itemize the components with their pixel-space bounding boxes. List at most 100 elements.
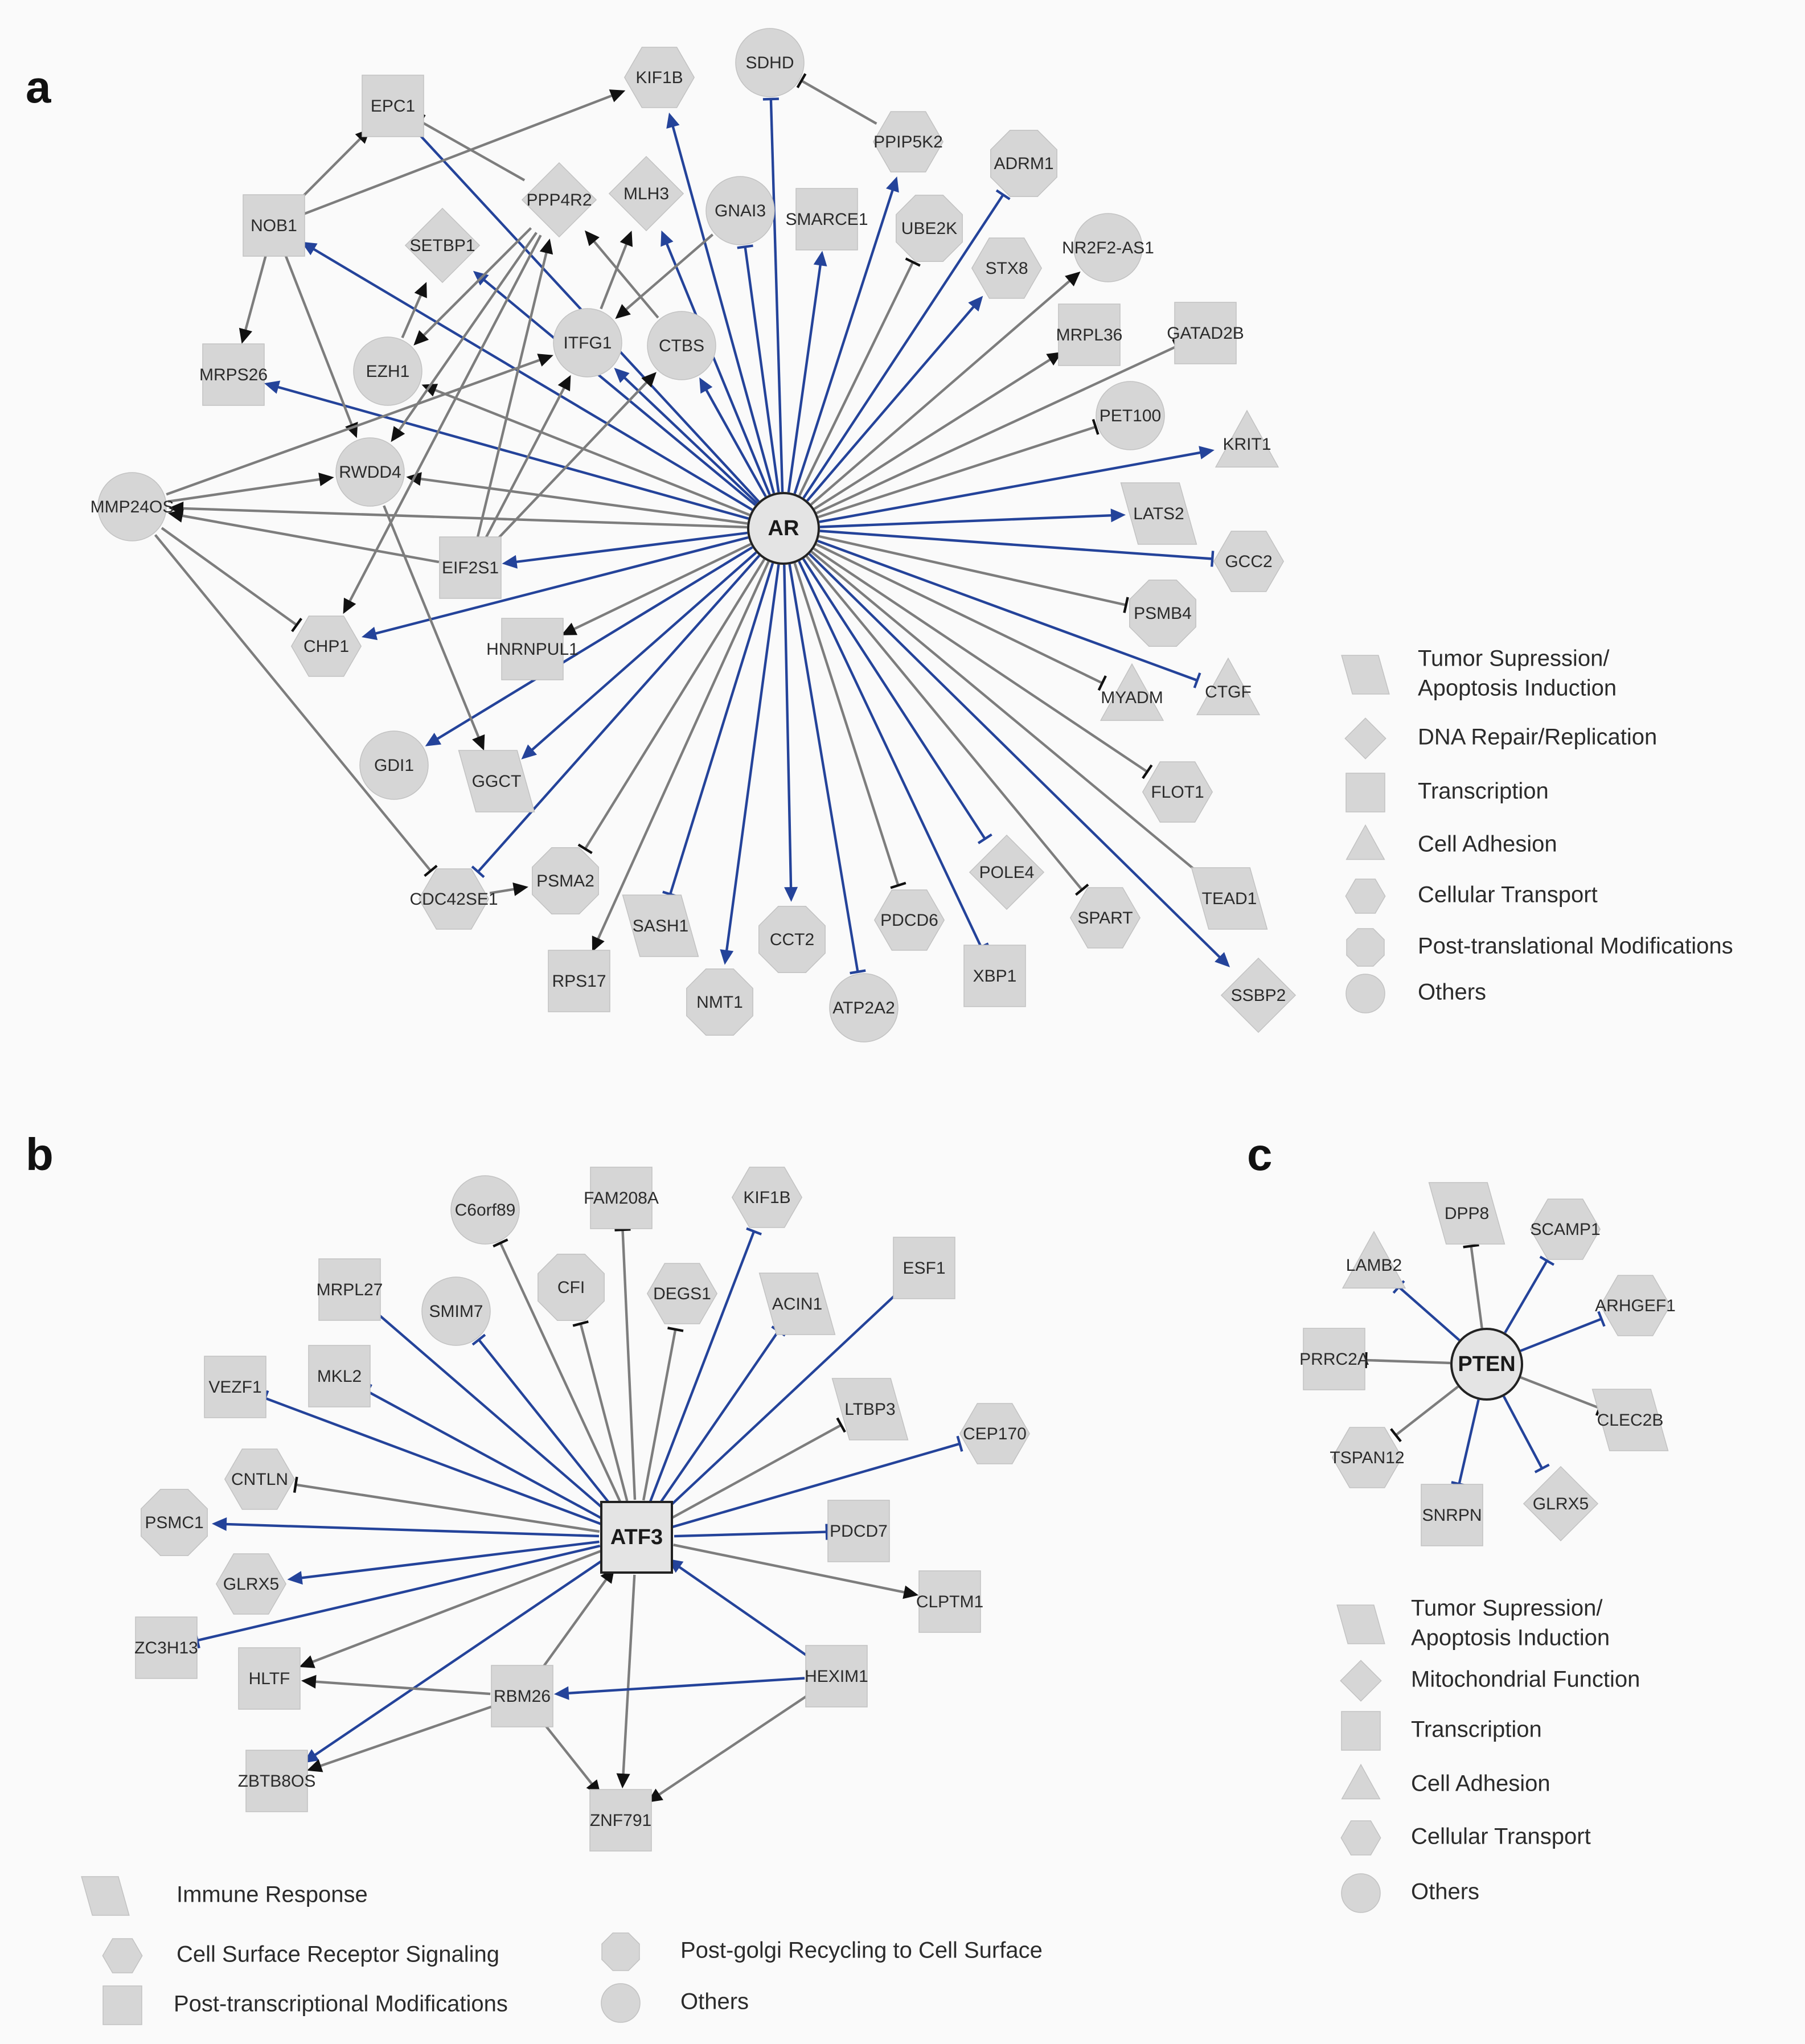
edge-line [658,1693,811,1796]
node-clec2b: CLEC2B [1591,1389,1669,1451]
edge-line [419,477,748,525]
legend-triangle-icon [1341,1763,1381,1800]
inhibition-bar [1074,884,1089,896]
edge-line [313,1557,606,1756]
node-itfg1: ITFG1 [553,308,622,377]
edge-atf3-to-c6orf89 [493,1238,622,1504]
inhibition-bar [1534,1463,1550,1474]
edge-atf3-to-clptm1 [673,1544,919,1599]
hexagon-shape [290,615,362,677]
legend-item: Immune Response [81,1876,368,1916]
labels-layer: a b c [26,61,1273,1180]
legend-label: Transcription [1418,779,1549,804]
edge-line [401,294,422,339]
edge-pten-to-prrc2a [1364,1352,1451,1368]
node-label: NMT1 [696,993,743,1012]
edge-atf3-to-psmc1 [212,1517,600,1538]
node-ggct: GGCT [458,750,535,812]
legend-item: Cell Adhesion [1341,1763,1550,1800]
node-label: NR2F2-AS1 [1062,239,1154,257]
node-label: KIF1B [743,1188,790,1207]
edge-line [476,251,548,537]
edge-line [783,564,793,889]
node-label: ATP2A2 [832,999,895,1017]
arrowhead [287,1571,303,1585]
hexagon-shape [971,237,1043,299]
edge-mmp24os-to-rwdd4 [167,473,334,503]
hexagon-shape [418,868,490,930]
hub-label: PTEN [1458,1352,1515,1376]
node-adrm1: ADRM1 [990,130,1057,197]
arrowhead [720,949,734,965]
edge-line [303,94,613,215]
node-stx8: STX8 [971,237,1043,299]
edge-ar-to-psma2 [577,559,766,855]
edge-line [295,137,362,204]
legend-parallelogram-icon [1341,655,1390,695]
legend-item: Cell Surface Receptor Signaling [102,1938,499,1973]
arrowhead [615,304,631,319]
inhibition-bar [471,865,485,879]
edge-ar-to-atp2a2 [788,564,866,975]
inhibition-bar [1390,1428,1402,1442]
node-label: PSMA2 [536,872,594,890]
arrowhead [1110,508,1126,523]
node-label: C6orf89 [455,1201,516,1220]
edge-line [1365,1358,1451,1365]
square-shape [1303,1328,1365,1390]
edge-line [1395,1385,1459,1436]
hexagon-shape [1529,1199,1601,1260]
edge-line [622,1574,636,1775]
node-label: LATS2 [1133,504,1184,523]
edge-line [668,563,774,895]
legend-hexagon-icon [1340,1820,1381,1856]
circle-shape [335,437,405,507]
node-gdi1: GDI1 [359,730,429,800]
node-mkl2: MKL2 [308,1345,371,1407]
node-label: ARHGEF1 [1595,1296,1676,1315]
edge-ar-to-rps17 [592,561,770,952]
hub-pten: PTEN [1450,1328,1523,1401]
node-xbp1: XBP1 [963,945,1026,1007]
node-label: RWDD4 [339,463,401,482]
node-label: MRPL36 [1056,326,1123,344]
inhibition-bar [1092,418,1100,435]
inhibition-bar [493,1238,508,1247]
edge-ar-to-ppip5k2 [793,176,899,494]
node-zc3h13: ZC3H13 [134,1616,198,1679]
edge-line [623,376,758,504]
octagon-shape [538,1254,605,1321]
edge-line [1470,1246,1483,1328]
square-shape [827,1500,890,1562]
legend-circle-icon [1341,1873,1381,1913]
node-label: CNTLN [231,1470,288,1489]
inhibition-bar [1123,597,1129,613]
parallelogram-shape [1428,1182,1505,1245]
hub-square [600,1501,673,1574]
node-gnai3: GNAI3 [705,176,775,245]
legend-item: Cellular Transport [1340,1820,1591,1856]
legend-label: Mitochondrial Function [1411,1667,1640,1692]
node-ctbs: CTBS [647,311,716,380]
edge-line [348,235,542,603]
node-ezh1: EZH1 [353,336,422,406]
node-label: SASH1 [633,917,688,935]
node-gatad2b: GATAD2B [1167,302,1244,364]
square-shape [1174,302,1237,364]
edge-pten-to-arhgef1 [1520,1311,1606,1352]
edge-atf3-to-smim7 [471,1333,614,1509]
edge-atf3-to-fam208a [614,1228,637,1500]
hexagon-shape [872,111,944,173]
node-label: EZH1 [366,362,410,381]
legend-square-icon [1341,1711,1381,1751]
edge-ar-to-itfg1 [614,368,758,504]
inhibition-bar [667,1327,684,1332]
square-shape [135,1616,198,1679]
node-kif1b: KIF1B [623,47,695,108]
edge-line [579,1323,629,1501]
hexagon-shape [731,1167,803,1228]
arrowhead [343,597,356,614]
circle-shape [735,28,805,97]
square-shape [243,194,305,257]
hub-circle [1450,1328,1523,1401]
